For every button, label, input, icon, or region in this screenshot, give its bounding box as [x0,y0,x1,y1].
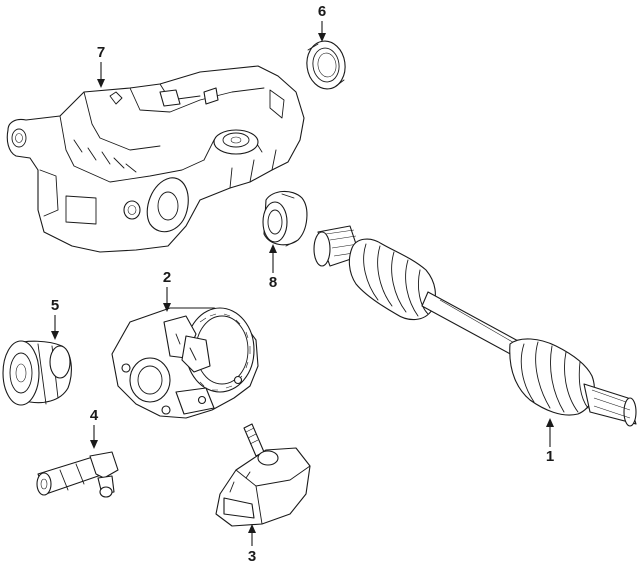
callout-7: 7 [97,44,105,88]
callout-3: 3 [248,524,256,565]
callout-label: 4 [90,407,99,424]
callout-label: 5 [51,297,59,314]
callout-1: 1 [546,418,554,465]
callout-label: 1 [546,448,554,465]
callout-4: 4 [90,407,99,449]
callout-8: 8 [269,244,277,291]
speed-sensor [36,451,119,498]
companion-flange [2,340,72,406]
callout-label: 2 [163,269,171,286]
callout-label: 8 [269,274,277,291]
callout-5: 5 [51,297,59,340]
callout-label: 7 [97,44,105,61]
axle-shaft-assembly [313,225,637,427]
actuator-motor [215,423,311,527]
coupling-unit [111,307,259,419]
callout-label: 3 [248,548,256,565]
axle-seal-lower [262,190,308,247]
callout-label: 6 [318,3,326,20]
callout-2: 2 [163,269,171,312]
axle-seal-upper [306,40,346,90]
differential-housing [6,65,305,253]
callout-6: 6 [318,3,326,42]
